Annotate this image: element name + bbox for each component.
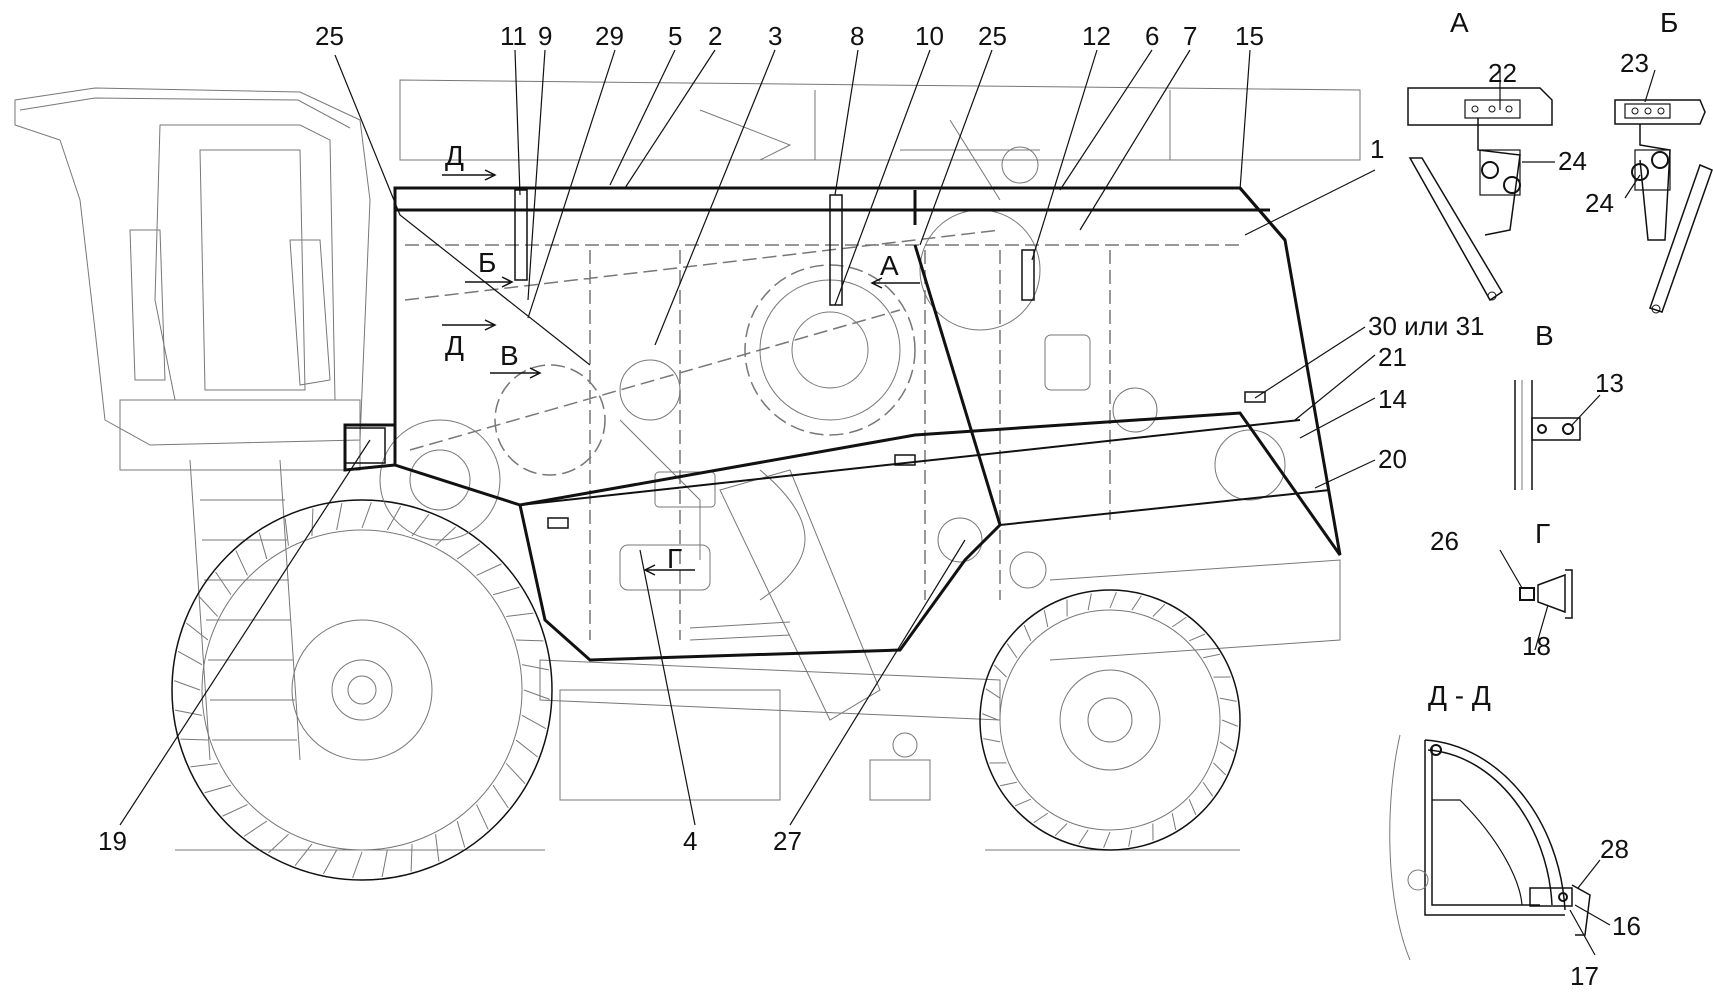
callout-25-middle: 25 [978, 21, 1007, 51]
front-wheel [172, 500, 552, 880]
detail-view-g: Г 26 18 [1430, 518, 1572, 661]
callout-30-or-31: 30 или 31 [1368, 311, 1485, 341]
callout-4: 4 [683, 826, 697, 856]
detail-view-a-title: А [1450, 7, 1469, 38]
section-mark-g: Г [667, 543, 682, 574]
detail-view-v-title: В [1535, 320, 1554, 351]
detail-view-a-label-24: 24 [1558, 146, 1587, 176]
callout-14: 14 [1378, 384, 1407, 414]
section-mark-d-lower: Д [445, 330, 464, 361]
detail-view-g-title: Г [1535, 518, 1550, 549]
detail-view-a-label-22: 22 [1488, 58, 1517, 88]
detail-view-a: А 22 24 [1408, 7, 1587, 300]
callout-21: 21 [1378, 342, 1407, 372]
rear-wheel [980, 590, 1240, 850]
section-mark-b: Б [478, 247, 496, 278]
section-mark-d-top: Д [445, 140, 464, 171]
detail-section-d-d-label-28: 28 [1600, 834, 1629, 864]
callout-3: 3 [768, 21, 782, 51]
detail-view-g-label-26: 26 [1430, 526, 1459, 556]
detail-view-b-label-24: 24 [1585, 188, 1614, 218]
detail-view-b: Б 23 24 [1585, 7, 1712, 313]
callout-1: 1 [1370, 134, 1384, 164]
detail-section-d-d-label-17: 17 [1570, 961, 1599, 990]
detail-view-b-title: Б [1660, 7, 1678, 38]
detail-view-v-label-13: 13 [1595, 368, 1624, 398]
callout-15: 15 [1235, 21, 1264, 51]
callout-7: 7 [1183, 21, 1197, 51]
callout-11: 11 [500, 21, 527, 51]
callout-27: 27 [773, 826, 802, 856]
detail-section-d-d-title: Д - Д [1428, 680, 1491, 711]
callout-10: 10 [915, 21, 944, 51]
detail-view-v: В 13 [1515, 320, 1624, 490]
callout-25-left: 25 [315, 21, 344, 51]
detail-section-d-d: Д - Д 28 16 17 [1390, 680, 1641, 990]
section-marks: Д Б Д В А Г [445, 140, 899, 574]
callout-8: 8 [850, 21, 864, 51]
section-mark-a: А [880, 250, 899, 281]
callout-29: 29 [595, 21, 624, 51]
callout-labels: 25 11 9 29 5 2 3 8 10 25 12 6 7 15 1 30 … [98, 21, 1485, 856]
callout-19: 19 [98, 826, 127, 856]
callout-9: 9 [538, 21, 552, 51]
callout-2: 2 [708, 21, 722, 51]
callout-20: 20 [1378, 444, 1407, 474]
callout-5: 5 [668, 21, 682, 51]
callout-12: 12 [1082, 21, 1111, 51]
detail-view-g-label-18: 18 [1522, 631, 1551, 661]
callout-6: 6 [1145, 21, 1159, 51]
detail-view-b-label-23: 23 [1620, 48, 1649, 78]
detail-section-d-d-label-16: 16 [1612, 911, 1641, 941]
section-mark-v: В [500, 340, 519, 371]
